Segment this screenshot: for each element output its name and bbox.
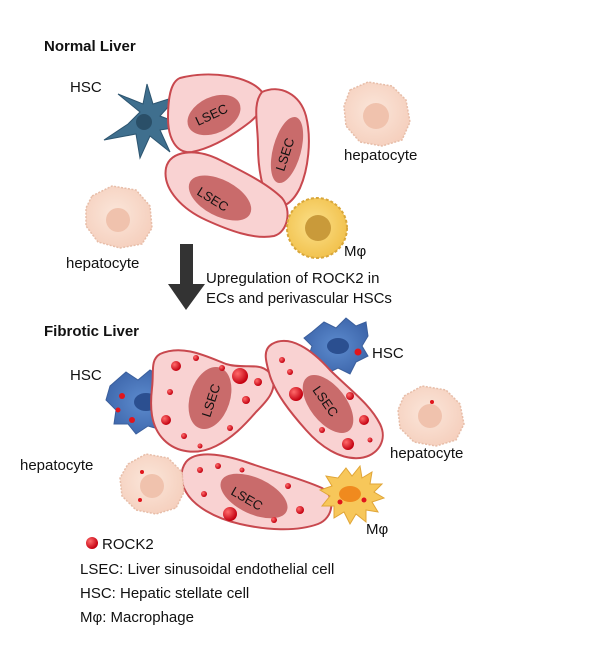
- arrow-head: [168, 284, 205, 310]
- lsec-nucleus-normal-top: [187, 94, 241, 136]
- rock2-dot: [140, 470, 144, 474]
- legend-macrophage-definition: Mφ: Macrophage: [80, 609, 194, 626]
- legend-lsec-definition: LSEC: Liver sinusoidal endothelial cell: [80, 561, 334, 578]
- lsec-cell-fibrotic-right: LSEC: [264, 339, 384, 460]
- lsec-nucleus-fibrotic-bottom: [220, 473, 288, 519]
- rock2-dot: [223, 507, 237, 521]
- hsc-label-fibrotic-left: HSC: [70, 367, 102, 384]
- legend-rock2: ROCK2: [102, 536, 154, 553]
- hepatocyte-nucleus: [140, 474, 164, 498]
- lsec-nucleus-fibrotic-left: [188, 366, 232, 430]
- rock2-dot: [296, 506, 304, 514]
- lsec-nucleus-fibrotic-right: [302, 375, 354, 433]
- rock2-cluster: [197, 463, 304, 523]
- rock2-dot: [361, 497, 367, 503]
- lsec-cell-normal-top: LSEC: [166, 73, 266, 154]
- macrophage-label-fibrotic: Mφ: [366, 521, 388, 538]
- rock2-dot: [239, 467, 245, 473]
- fibrotic-liver-title: Fibrotic Liver: [44, 323, 139, 340]
- hepatocyte-normal-left: [85, 185, 153, 249]
- rock2-dot: [346, 392, 354, 400]
- hepatocyte-nucleus: [106, 208, 130, 232]
- hepatocyte-label-normal-right: hepatocyte: [344, 147, 417, 164]
- lsec-cell-fibrotic-left: LSEC: [150, 349, 275, 453]
- rock2-dot: [342, 438, 354, 450]
- rock2-dot: [271, 517, 277, 523]
- normal-liver-panel: Normal Liver HSC LSEC LSEC LSEC: [44, 38, 417, 272]
- rock2-dot: [227, 425, 233, 431]
- rock2-dot: [354, 348, 362, 356]
- rock2-dot: [359, 415, 369, 425]
- rock2-dot: [289, 387, 303, 401]
- rock2-dot: [181, 433, 187, 439]
- hepatocyte-nucleus: [363, 103, 389, 129]
- macrophage-fibrotic: [318, 464, 386, 526]
- rock2-dot: [138, 498, 142, 502]
- rock2-dot: [171, 361, 181, 371]
- macrophage-nucleus-normal: [305, 215, 331, 241]
- hepatocyte-nucleus: [418, 404, 442, 428]
- macrophage-normal: [286, 197, 348, 259]
- rock2-dot: [161, 415, 171, 425]
- rock2-dot: [279, 357, 285, 363]
- rock2-dot: [242, 396, 250, 404]
- lsec-nucleus-normal-bottom: [188, 175, 252, 221]
- legend: ROCK2 LSEC: Liver sinusoidal endothelial…: [80, 536, 334, 626]
- rock2-dot: [129, 417, 135, 423]
- hsc-label-fibrotic-right: HSC: [372, 345, 404, 362]
- rock2-dot: [430, 400, 434, 404]
- hsc-nucleus-normal: [136, 114, 152, 130]
- legend-hsc-definition: HSC: Hepatic stellate cell: [80, 585, 249, 602]
- normal-liver-title: Normal Liver: [44, 38, 136, 55]
- rock2-dot: [197, 467, 203, 473]
- hepatocyte-label-fibrotic-right: hepatocyte: [390, 445, 463, 462]
- rock2-dot: [201, 491, 207, 497]
- rock2-dot: [167, 389, 173, 395]
- lsec-cell-normal-bottom: LSEC: [164, 151, 289, 238]
- rock2-dot: [219, 365, 225, 371]
- rock2-dot: [115, 407, 121, 413]
- hepatocyte-label-normal-left: hepatocyte: [66, 255, 139, 272]
- rock2-dot: [367, 437, 373, 443]
- rock2-dot: [285, 483, 291, 489]
- rock2-dot: [119, 393, 125, 399]
- rock2-cluster: [161, 355, 262, 449]
- rock2-dot: [215, 463, 221, 469]
- arrow-shaft: [180, 244, 193, 286]
- hepatocyte-label-fibrotic-left: hepatocyte: [20, 457, 93, 474]
- hsc-nucleus-fibrotic-right: [327, 338, 349, 354]
- rock2-legend-dot: [86, 537, 98, 549]
- lsec-cell-fibrotic-bottom: LSEC: [180, 453, 333, 531]
- macrophage-label-normal: Mφ: [344, 243, 366, 260]
- transition-arrow: [168, 244, 205, 310]
- rock2-dot: [197, 443, 203, 449]
- fibrotic-liver-panel: Fibrotic Liver HSC HSC LSEC: [20, 317, 465, 538]
- hepatocyte-fibrotic-right: [397, 385, 465, 447]
- rock2-cluster: [279, 357, 373, 450]
- rock2-dot: [319, 427, 325, 433]
- rock2-dot: [232, 368, 248, 384]
- rock2-dot: [287, 369, 293, 375]
- rock2-dot: [193, 355, 199, 361]
- arrow-text-line1: Upregulation of ROCK2 in: [206, 270, 379, 287]
- hepatocyte-normal-right: [343, 81, 411, 147]
- hepatocyte-fibrotic-left: [119, 453, 185, 515]
- rock2-dot: [337, 499, 343, 505]
- macrophage-nucleus-fibrotic: [339, 486, 361, 502]
- lsec-cell-normal-right: LSEC: [255, 88, 310, 208]
- hsc-label-normal: HSC: [70, 79, 102, 96]
- arrow-text-line2: ECs and perivascular HSCs: [206, 290, 392, 307]
- lsec-nucleus-normal-right: [270, 116, 304, 184]
- rock2-dot: [254, 378, 262, 386]
